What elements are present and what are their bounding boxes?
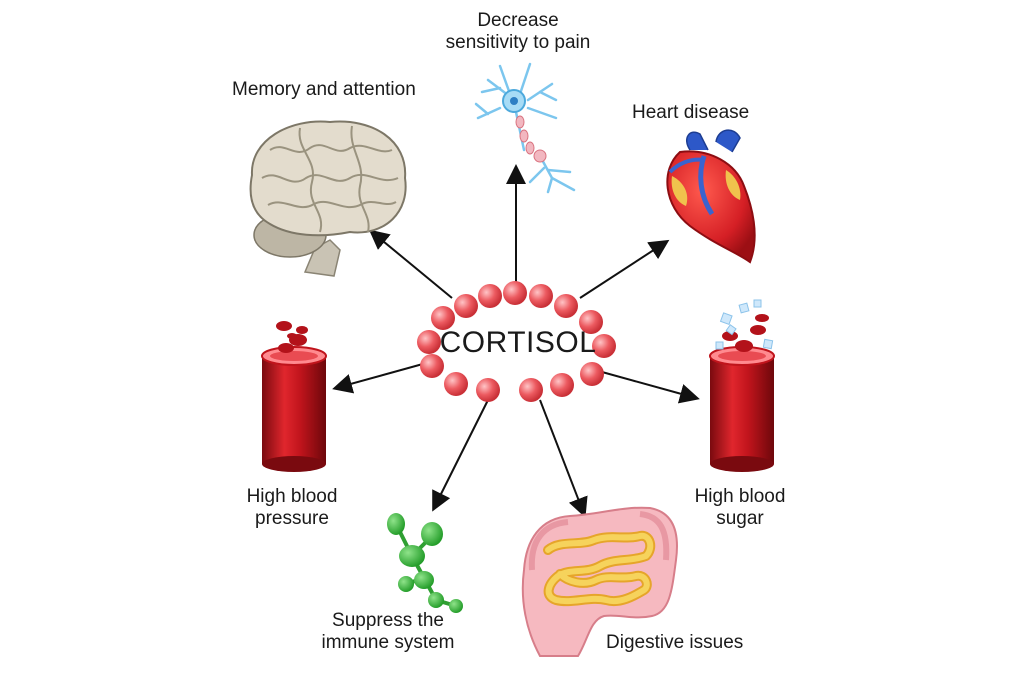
cortisol-bead bbox=[579, 310, 603, 334]
label-suppress-immune-system: Suppress the immune system bbox=[308, 610, 468, 654]
cortisol-bead bbox=[454, 294, 478, 318]
arrow-to-heart bbox=[579, 239, 670, 299]
label-line: pressure bbox=[255, 508, 329, 529]
cortisol-bead bbox=[550, 373, 574, 397]
arrow-to-pressure bbox=[332, 361, 431, 394]
label-line: sensitivity to pain bbox=[445, 32, 591, 53]
immune-cells-icon bbox=[387, 513, 463, 613]
label-high-blood-sugar: High blood sugar bbox=[684, 486, 796, 530]
cortisol-bead bbox=[554, 294, 578, 318]
label-decrease-sensitivity: Decrease sensitivity to pain bbox=[440, 10, 596, 54]
arrow-to-digestive bbox=[539, 399, 588, 518]
cortisol-label: CORTISOL bbox=[439, 326, 597, 359]
cortisol-bead bbox=[592, 334, 616, 358]
label-line: immune system bbox=[321, 632, 455, 653]
label-high-blood-pressure: High blood pressure bbox=[236, 486, 348, 530]
cortisol-bead bbox=[420, 354, 444, 378]
arrow-to-memory bbox=[368, 229, 453, 299]
arrows bbox=[332, 164, 700, 518]
cortisol-bead bbox=[444, 372, 468, 396]
cortisol-bead bbox=[519, 378, 543, 402]
brain-icon bbox=[249, 120, 407, 277]
label-heart-disease: Heart disease bbox=[632, 102, 750, 123]
cortisol-bead-ring bbox=[417, 281, 616, 402]
label-line: sugar bbox=[716, 508, 764, 529]
blood-vessel-sugar-icon bbox=[709, 299, 775, 472]
label-digestive-issues: Digestive issues bbox=[606, 632, 744, 653]
cortisol-bead bbox=[431, 306, 455, 330]
cortisol-bead bbox=[476, 378, 500, 402]
intestine-icon bbox=[521, 506, 678, 657]
cortisol-bead bbox=[529, 284, 553, 308]
label-line: Decrease bbox=[477, 10, 559, 31]
cortisol-bead bbox=[417, 330, 441, 354]
label-line: High blood bbox=[694, 486, 786, 507]
arrow-to-immune bbox=[432, 399, 489, 512]
label-memory-and-attention: Memory and attention bbox=[232, 79, 416, 100]
cortisol-bead bbox=[503, 281, 527, 305]
label-line: High blood bbox=[246, 486, 338, 507]
arrow-to-sugar bbox=[601, 371, 700, 404]
cortisol-bead bbox=[580, 362, 604, 386]
cortisol-bead bbox=[478, 284, 502, 308]
heart-icon bbox=[666, 129, 756, 264]
label-line: Suppress the bbox=[332, 610, 444, 631]
neuron-icon bbox=[474, 62, 576, 194]
blood-vessel-icon bbox=[261, 321, 327, 472]
